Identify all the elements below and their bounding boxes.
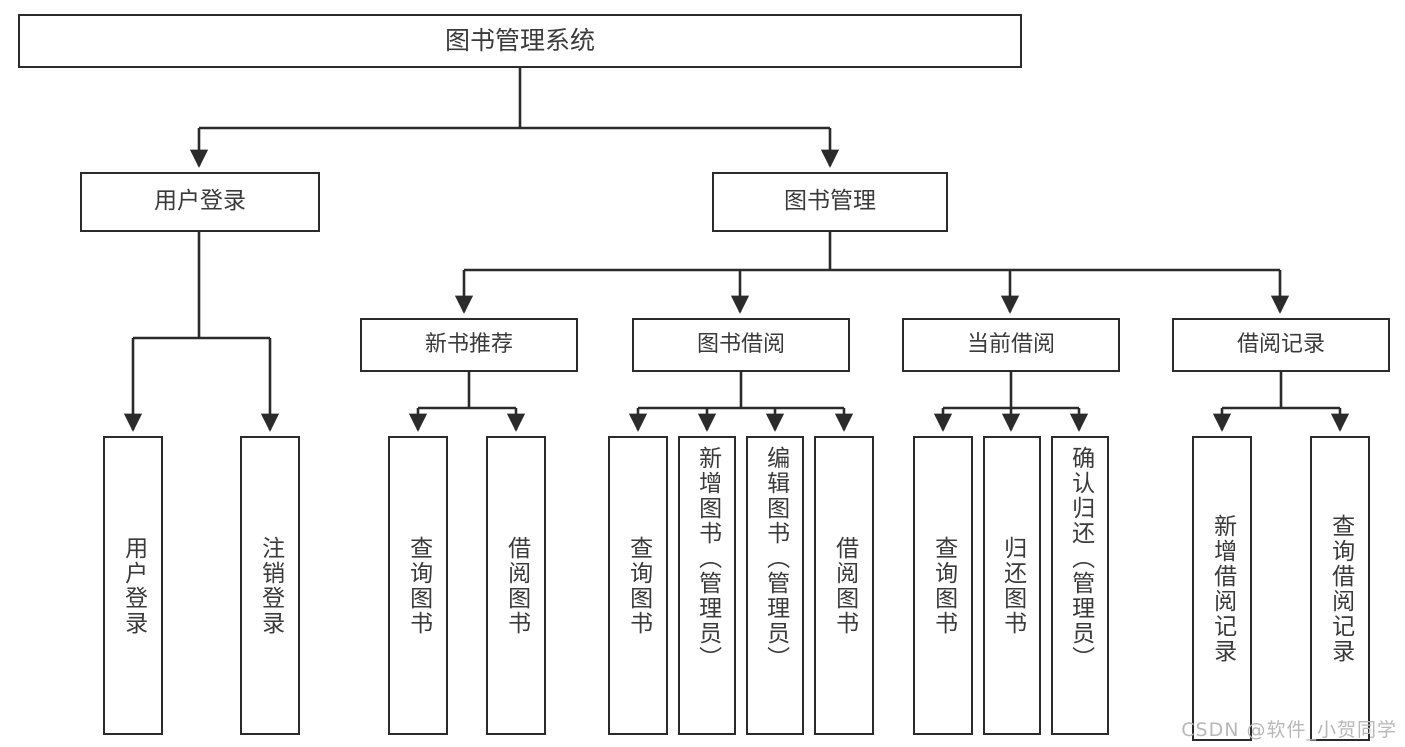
node-current-borrow-label: 当前借阅 (966, 332, 1055, 358)
leaf-bb-query-book-label: 查询图书 (625, 535, 652, 636)
leaf-logout-label: 注销登录 (257, 535, 284, 636)
leaf-nb-borrow-book[interactable]: 借阅图书 (486, 436, 546, 735)
leaf-br-add-record-label: 新增借阅记录 (1209, 513, 1236, 664)
leaf-bb-borrow-book[interactable]: 借阅图书 (814, 436, 874, 735)
node-new-book-recommend-label: 新书推荐 (424, 332, 513, 358)
leaf-user-login-label: 用户登录 (120, 535, 147, 636)
node-borrow-record[interactable]: 借阅记录 (1172, 318, 1390, 372)
leaf-br-query-record-label: 查询借阅记录 (1327, 513, 1354, 664)
node-user-login[interactable]: 用户登录 (80, 172, 320, 232)
leaf-bb-borrow-book-label: 借阅图书 (831, 535, 858, 636)
leaf-nb-borrow-book-label: 借阅图书 (503, 535, 530, 636)
leaf-cb-return-book-label: 归还图书 (999, 535, 1026, 636)
node-borrow-record-label: 借阅记录 (1236, 332, 1325, 358)
leaf-cb-return-book[interactable]: 归还图书 (983, 436, 1041, 735)
leaf-bb-query-book[interactable]: 查询图书 (608, 436, 668, 735)
leaf-br-add-record[interactable]: 新增借阅记录 (1192, 436, 1252, 741)
leaf-bb-add-book-label: 新增图书（管理员） (694, 446, 721, 671)
leaf-br-query-record[interactable]: 查询借阅记录 (1310, 436, 1370, 741)
node-book-borrow-label: 图书借阅 (696, 332, 785, 358)
leaf-nb-query-book-label: 查询图书 (405, 535, 432, 636)
leaf-cb-confirm-return-label: 确认归还（管理员） (1067, 446, 1094, 671)
node-root[interactable]: 图书管理系统 (18, 14, 1022, 68)
leaf-logout[interactable]: 注销登录 (240, 436, 300, 735)
node-root-label: 图书管理系统 (444, 26, 595, 56)
leaf-bb-edit-book[interactable]: 编辑图书（管理员） (746, 436, 804, 735)
node-book-manage-label: 图书管理 (784, 188, 876, 215)
leaf-cb-query-book-label: 查询图书 (930, 535, 957, 636)
leaf-cb-query-book[interactable]: 查询图书 (913, 436, 973, 735)
leaf-nb-query-book[interactable]: 查询图书 (388, 436, 448, 735)
node-book-borrow[interactable]: 图书借阅 (632, 318, 850, 372)
leaf-cb-confirm-return[interactable]: 确认归还（管理员） (1051, 436, 1109, 735)
node-user-login-label: 用户登录 (154, 188, 246, 215)
leaf-bb-add-book[interactable]: 新增图书（管理员） (678, 436, 736, 735)
csdn-watermark: CSDN @软件_小贺同学 (1181, 719, 1397, 741)
leaf-user-login[interactable]: 用户登录 (103, 436, 163, 735)
node-book-manage[interactable]: 图书管理 (712, 172, 948, 232)
node-new-book-recommend[interactable]: 新书推荐 (360, 318, 578, 372)
leaf-bb-edit-book-label: 编辑图书（管理员） (762, 446, 789, 671)
node-current-borrow[interactable]: 当前借阅 (902, 318, 1120, 372)
